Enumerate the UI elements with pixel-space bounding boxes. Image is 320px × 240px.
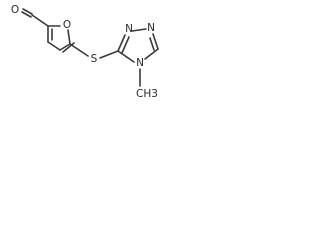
molecule-diagram: O O S N N: [11, 4, 159, 100]
triazole-ring: N N N: [117, 22, 159, 69]
aldehyde-c-o-double-bond-b: [21, 11, 32, 18]
triazole-n2-n1-bond: [131, 28, 147, 32]
aldehyde-group: O: [11, 4, 49, 27]
triazole-n4-c3-bond: [117, 50, 135, 63]
triazole-c5-n4-bond: [144, 48, 159, 60]
furan-oxygen: O: [63, 19, 71, 31]
triazole-nitrogen-1: N: [147, 22, 155, 34]
aldehyde-ch-bond: [31, 14, 49, 27]
furan-s-bond: [69, 43, 89, 57]
triazole-c3-n2-bond: [117, 34, 126, 52]
furan-ring: O: [47, 19, 75, 53]
s-triazole-bond: [99, 50, 119, 59]
furan-c5-c4-bond: [59, 43, 71, 51]
furan-o-c5-bond: [67, 29, 71, 45]
sulfur-atom: S: [91, 53, 98, 65]
triazole-nitrogen-4: N: [136, 57, 144, 69]
triazole-nitrogen-2: N: [125, 23, 133, 35]
aldehyde-oxygen: O: [11, 4, 19, 16]
furan-c4-c3-bond: [47, 41, 61, 51]
triazole-n1-c5-double-bond: [149, 37, 155, 51]
structure-canvas: O O S N N: [0, 0, 199, 112]
aldehyde-c-o-double-bond-a: [22, 8, 33, 15]
triazole-c3-n2-double-bond: [121, 36, 130, 54]
methyl-group: CH3: [136, 68, 158, 100]
methyl-label: CH3: [136, 88, 158, 100]
thioether-linkage: S: [69, 43, 119, 65]
triazole-n1-c5-bond: [152, 33, 159, 50]
